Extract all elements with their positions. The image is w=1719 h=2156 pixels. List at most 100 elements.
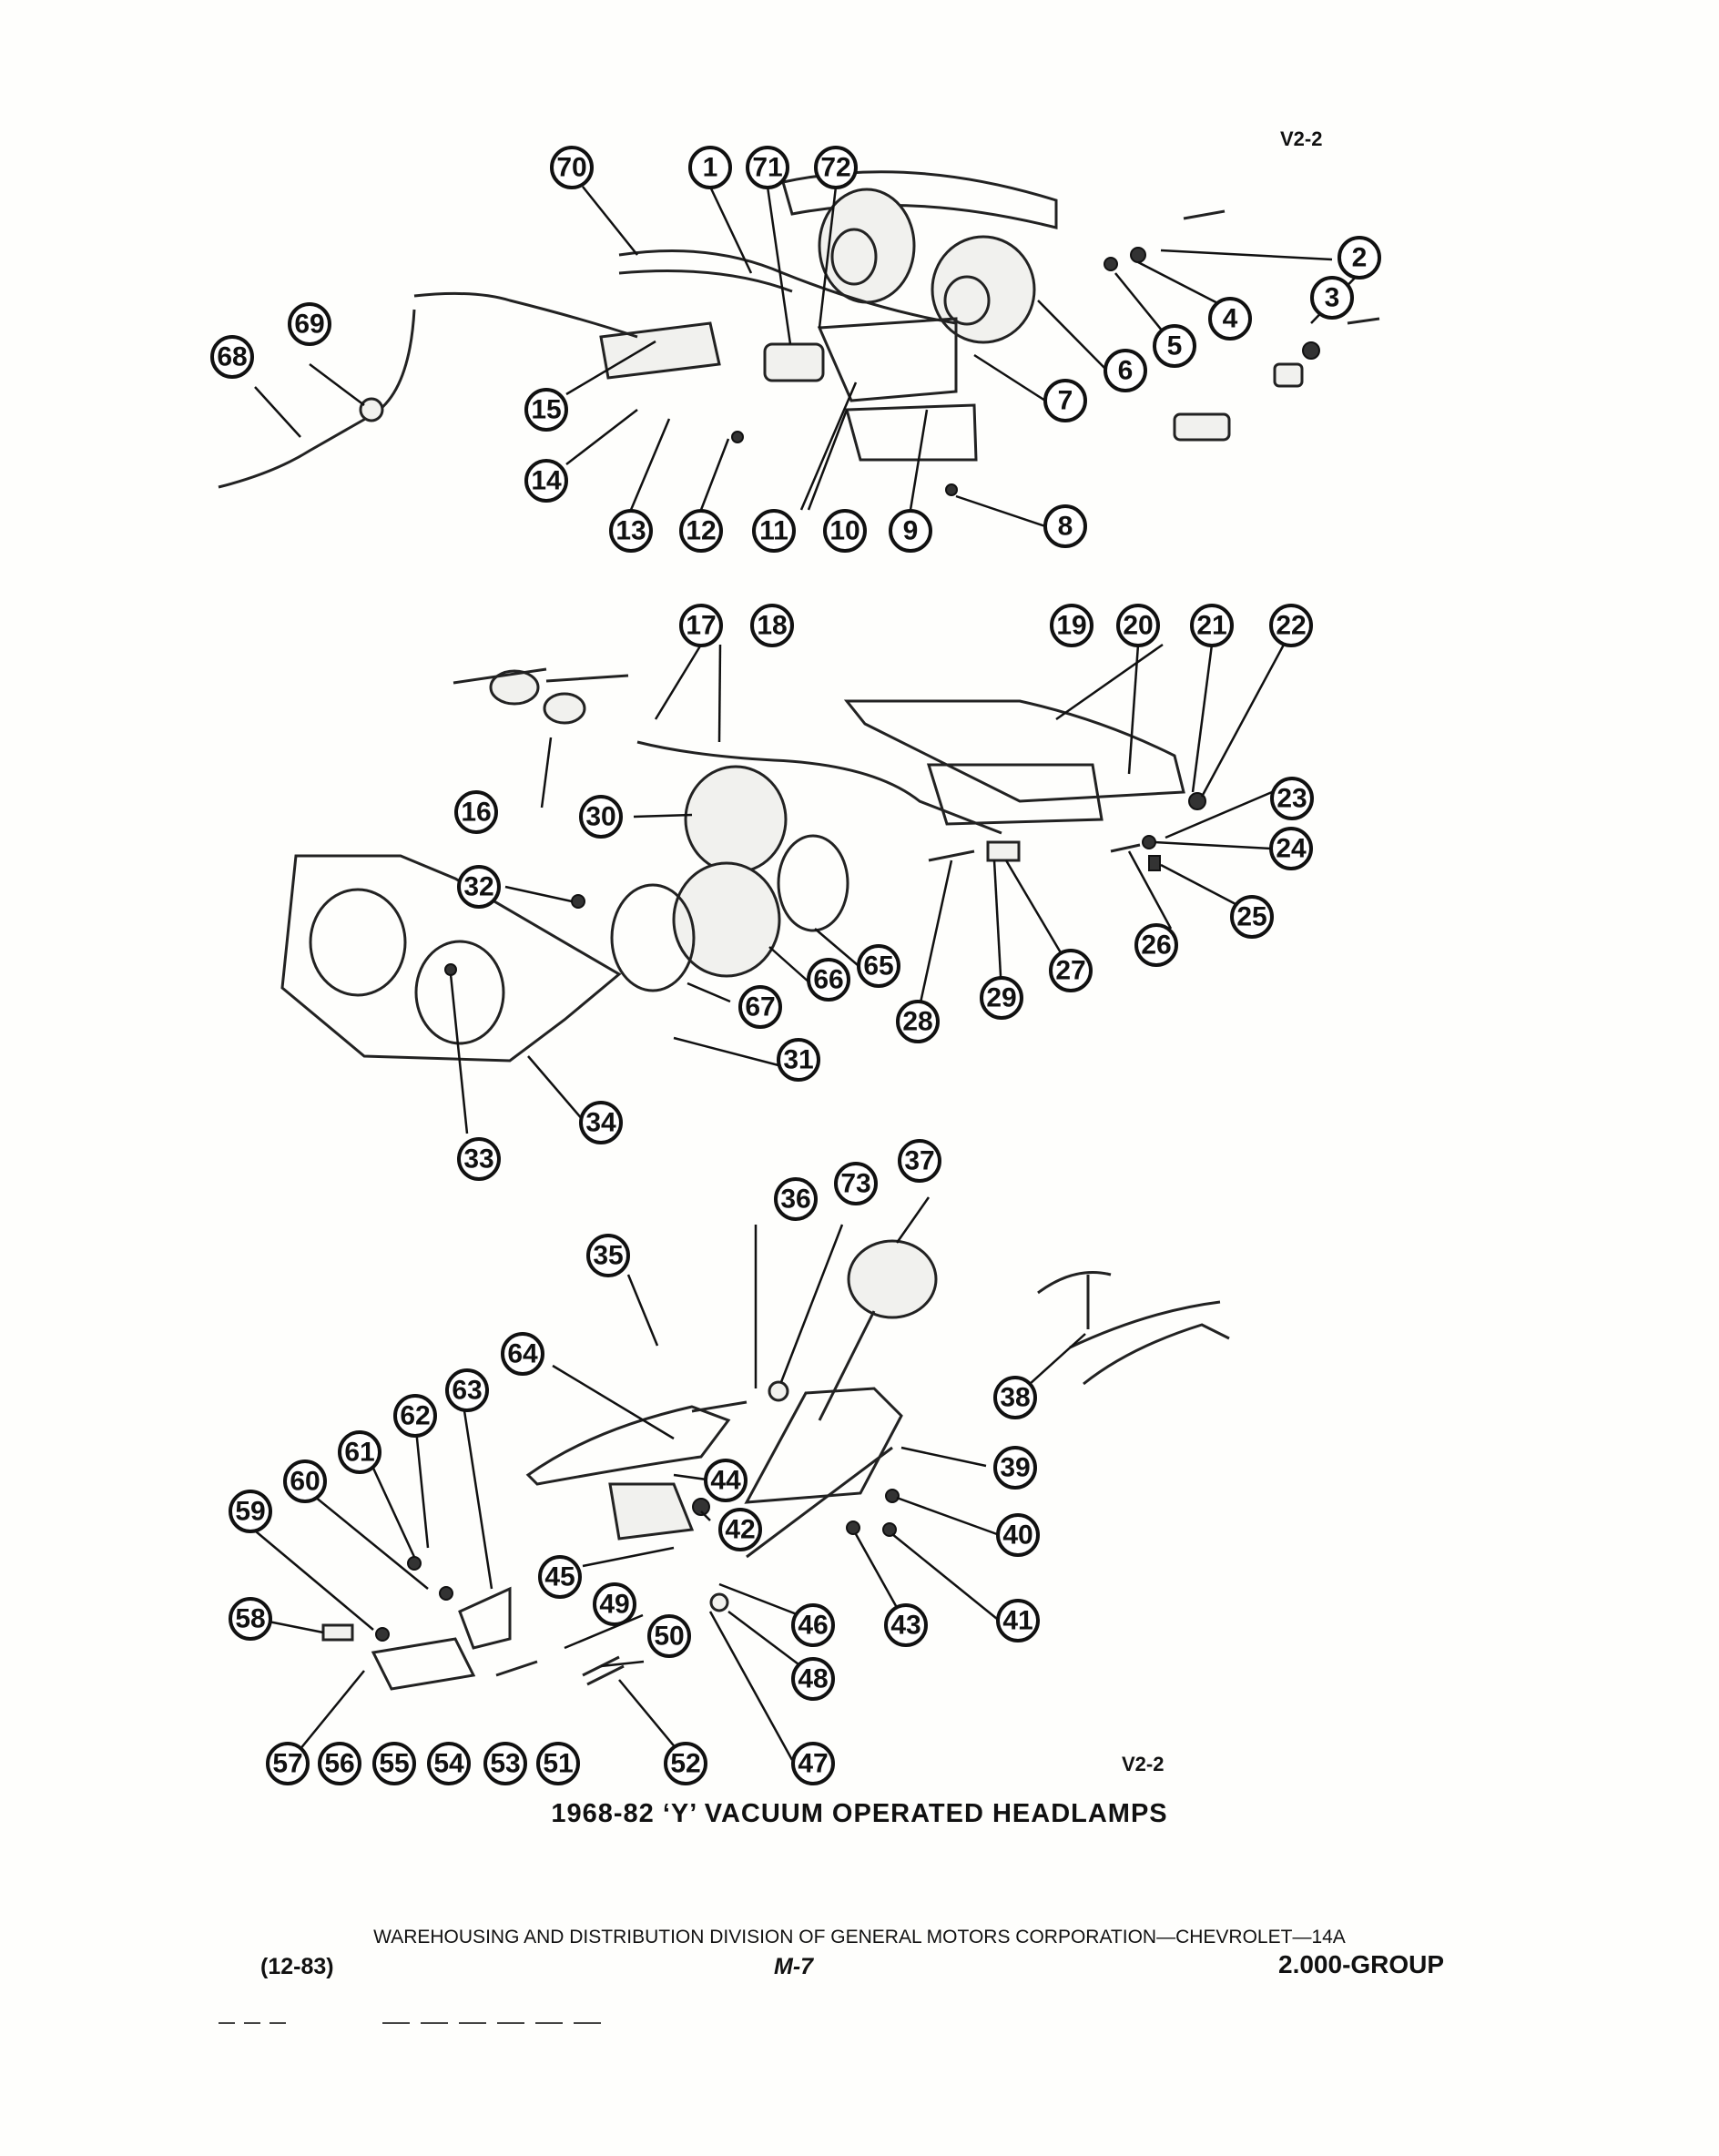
svg-text:68: 68 xyxy=(217,342,247,372)
lamp-shell-right-inner xyxy=(943,275,991,326)
svg-text:1: 1 xyxy=(703,153,718,183)
svg-text:48: 48 xyxy=(798,1664,828,1694)
callout-25: 25 xyxy=(1230,895,1274,939)
nut-59 xyxy=(375,1627,390,1642)
callout-1: 1 xyxy=(688,146,732,189)
svg-text:71: 71 xyxy=(752,153,782,183)
callout-72: 72 xyxy=(814,146,858,189)
callout-62: 62 xyxy=(393,1394,437,1438)
svg-text:36: 36 xyxy=(780,1185,810,1215)
grommet-73 xyxy=(768,1380,789,1402)
svg-text:41: 41 xyxy=(1002,1606,1032,1636)
nut-3 xyxy=(1302,341,1320,360)
harness-wire-b xyxy=(618,270,793,293)
svg-text:58: 58 xyxy=(235,1604,265,1634)
callout-16: 16 xyxy=(454,790,498,834)
callout-4: 4 xyxy=(1208,297,1252,341)
svg-text:30: 30 xyxy=(585,802,615,832)
harness-wire-c xyxy=(413,291,638,339)
callout-48: 48 xyxy=(791,1657,835,1701)
callout-21: 21 xyxy=(1190,604,1234,647)
svg-text:20: 20 xyxy=(1123,611,1153,641)
svg-text:40: 40 xyxy=(1002,1520,1032,1551)
callout-24: 24 xyxy=(1269,827,1313,870)
actuator-rod xyxy=(818,1310,876,1421)
callout-57: 57 xyxy=(266,1742,310,1785)
callout-28: 28 xyxy=(896,1000,940,1043)
bracket-plate xyxy=(817,317,958,402)
svg-text:63: 63 xyxy=(452,1376,482,1406)
callout-64: 64 xyxy=(501,1332,544,1376)
svg-text:25: 25 xyxy=(1236,902,1266,932)
switch-45 xyxy=(608,1482,695,1541)
callout-49: 49 xyxy=(593,1582,636,1626)
callout-41: 41 xyxy=(996,1599,1040,1642)
svg-text:7: 7 xyxy=(1058,386,1073,416)
callout-42: 42 xyxy=(718,1508,762,1551)
callout-53: 53 xyxy=(483,1742,527,1785)
svg-text:62: 62 xyxy=(400,1401,430,1431)
callout-61: 61 xyxy=(338,1430,381,1474)
callout-60: 60 xyxy=(283,1459,327,1503)
hose-connector-69 xyxy=(359,397,384,422)
svg-text:56: 56 xyxy=(324,1749,354,1779)
bolt-40 xyxy=(885,1489,900,1503)
svg-text:70: 70 xyxy=(556,153,586,183)
callout-6: 6 xyxy=(1104,349,1147,392)
svg-text:54: 54 xyxy=(433,1749,464,1779)
bolt-2-top xyxy=(1183,209,1226,220)
callout-9: 9 xyxy=(889,509,932,553)
callout-33: 33 xyxy=(457,1137,501,1181)
lower-assembly xyxy=(321,1239,1230,1691)
plate-56 xyxy=(371,1637,476,1691)
svg-text:4: 4 xyxy=(1223,304,1238,334)
retaining-ring-67 xyxy=(610,883,696,992)
footer-date: (12-83) xyxy=(260,1954,334,1979)
svg-text:60: 60 xyxy=(290,1467,320,1497)
svg-text:39: 39 xyxy=(1000,1453,1030,1483)
callout-46: 46 xyxy=(791,1603,835,1647)
callout-50: 50 xyxy=(647,1614,691,1658)
svg-text:3: 3 xyxy=(1325,283,1340,313)
actuator-17 xyxy=(489,669,540,706)
bracket-39 xyxy=(744,1387,903,1504)
bezel-opening-right xyxy=(414,940,505,1045)
callout-32: 32 xyxy=(457,865,501,909)
actuator-linkage xyxy=(453,667,629,685)
callout-29: 29 xyxy=(980,976,1023,1020)
bezel-34 xyxy=(280,854,622,1063)
bushing-47 xyxy=(709,1592,729,1612)
sheet-id-top: V2-2 xyxy=(1280,127,1323,150)
bracket-71 xyxy=(763,342,825,382)
svg-text:46: 46 xyxy=(798,1611,828,1641)
frame-section xyxy=(1083,1323,1230,1386)
svg-text:61: 61 xyxy=(344,1438,374,1468)
bolt-26 xyxy=(1110,843,1141,853)
spring-25 xyxy=(1148,855,1161,871)
callout-36: 36 xyxy=(774,1177,818,1221)
bolt-28 xyxy=(928,849,975,862)
callout-73: 73 xyxy=(834,1162,878,1205)
rod-53 xyxy=(495,1660,538,1677)
bezel-opening-left xyxy=(309,888,407,997)
svg-text:32: 32 xyxy=(463,872,493,902)
svg-text:2: 2 xyxy=(1352,243,1368,273)
callout-59: 59 xyxy=(229,1490,272,1533)
svg-text:33: 33 xyxy=(463,1144,493,1175)
svg-text:65: 65 xyxy=(863,951,893,981)
harness-wire-a xyxy=(618,249,957,325)
nut-12 xyxy=(731,431,744,443)
svg-text:5: 5 xyxy=(1167,331,1183,361)
svg-text:35: 35 xyxy=(593,1241,623,1271)
bracket-27 xyxy=(986,840,1021,862)
callout-5: 5 xyxy=(1153,324,1196,368)
nut-5 xyxy=(1104,257,1118,271)
vacuum-hose-38 xyxy=(1037,1271,1221,1349)
callout-11: 11 xyxy=(752,509,796,553)
callout-55: 55 xyxy=(372,1742,416,1785)
callout-13: 13 xyxy=(609,509,653,553)
callout-47: 47 xyxy=(791,1742,835,1785)
callout-34: 34 xyxy=(579,1101,623,1144)
sheet-id-bottom: V2-2 xyxy=(1122,1753,1165,1775)
